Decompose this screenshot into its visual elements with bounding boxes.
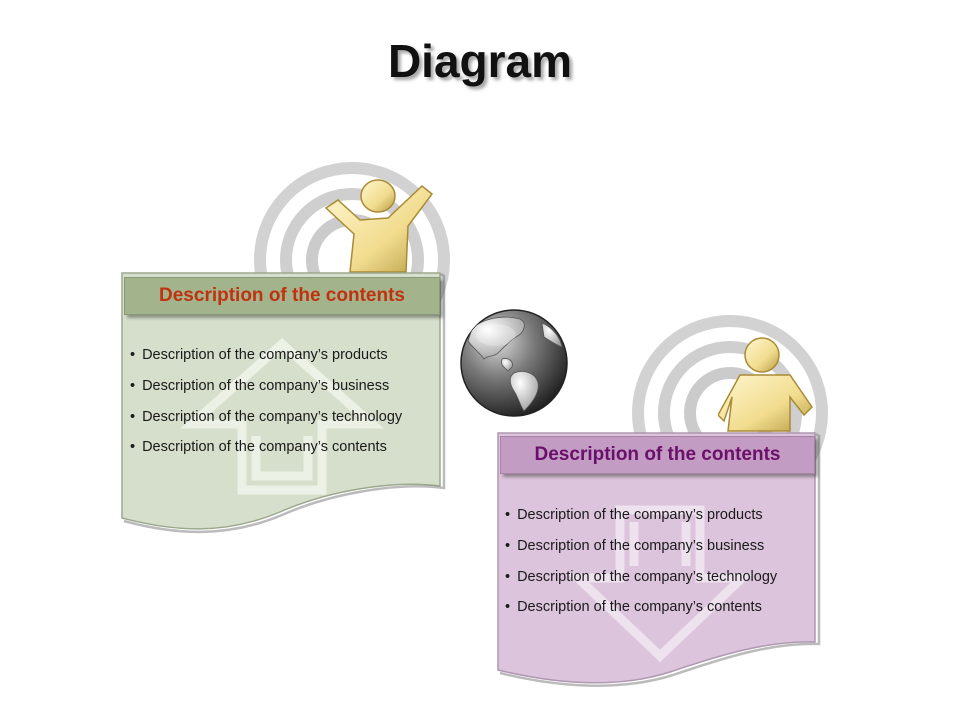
list-item: Description of the company’s contents <box>130 432 402 463</box>
list-item: Description of the company’s business <box>505 531 777 562</box>
left-panel-header: Description of the contents <box>124 277 440 315</box>
right-panel-list: Description of the company’s products De… <box>505 500 777 623</box>
globe-icon <box>460 309 568 417</box>
list-item: Description of the company’s products <box>130 340 402 371</box>
person-standing-icon <box>718 337 813 432</box>
person-cheering-icon <box>324 179 434 273</box>
right-panel-header-label: Description of the contents <box>534 444 781 465</box>
page-title: Diagram <box>387 35 573 87</box>
right-panel-header: Description of the contents <box>500 436 815 474</box>
list-item: Description of the company’s products <box>505 500 777 531</box>
left-panel-header-label: Description of the contents <box>159 285 405 306</box>
left-panel-list: Description of the company’s products De… <box>130 340 402 463</box>
list-item: Description of the company’s technology <box>505 562 777 593</box>
list-item: Description of the company’s business <box>130 371 402 402</box>
list-item: Description of the company’s technology <box>130 402 402 433</box>
list-item: Description of the company’s contents <box>505 592 777 623</box>
